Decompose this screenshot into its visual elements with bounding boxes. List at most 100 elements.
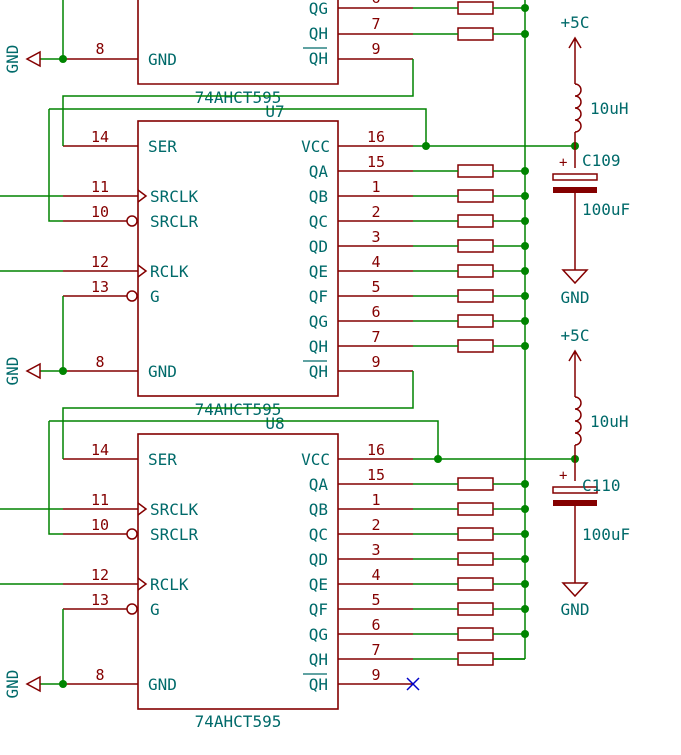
pin-name: VCC	[301, 450, 330, 469]
junctions	[59, 4, 579, 688]
gnd-label: GND	[3, 45, 22, 74]
chip-value: 74AHCT595	[195, 712, 282, 731]
pin-name: QG	[309, 312, 328, 331]
pin-name: QA	[309, 475, 329, 494]
wires	[0, 0, 575, 685]
gnd-label: GND	[561, 288, 590, 307]
pin-name: QE	[309, 262, 328, 281]
pin-number: 1	[371, 491, 380, 509]
pin-name: GND	[148, 362, 177, 381]
chip-u7: U7 74AHCT595 SER SRCLK SRCLR RCLK G GND …	[63, 102, 413, 419]
gnd-label: GND	[3, 670, 22, 699]
vplus-label: +5C	[561, 326, 590, 345]
chip-value: 74AHCT595	[195, 400, 282, 419]
pin-number: 7	[371, 641, 380, 659]
capacitor-minus-plate	[553, 500, 597, 506]
pin-name: SER	[148, 137, 177, 156]
pin-name: RCLK	[150, 262, 189, 281]
pin-number: 4	[371, 566, 380, 584]
chip-top-partial: QG QH QH GND 6 7 9 8 74AHCT595	[63, 0, 413, 107]
pin-number: 16	[367, 128, 385, 146]
chip-ref: U7	[265, 102, 284, 121]
gnd-symbol-2: GND	[3, 357, 41, 386]
chip-value: 74AHCT595	[195, 88, 282, 107]
capacitor-value: 100uF	[582, 525, 630, 544]
pin-name: QC	[309, 212, 328, 231]
pin-number: 4	[371, 253, 380, 271]
chip-u8: U8 74AHCT595 SER SRCLK SRCLR RCLK G GND …	[63, 414, 420, 731]
pin-number: 13	[91, 278, 109, 296]
inductor-value: 10uH	[590, 412, 629, 431]
pin-number: 6	[371, 303, 380, 321]
pin-number: 7	[371, 15, 380, 33]
pin-number: 3	[371, 541, 380, 559]
pin-number: 15	[367, 466, 385, 484]
pin-number: 7	[371, 328, 380, 346]
inductor-l2	[574, 396, 582, 446]
pin-name: QH	[309, 337, 328, 356]
svg-text:+: +	[559, 155, 567, 171]
pin-name: QD	[309, 550, 328, 569]
pin-number: 14	[91, 128, 109, 146]
pin-name: SRCLK	[150, 500, 199, 519]
no-connect-marker	[406, 677, 420, 691]
pin-number: 1	[371, 178, 380, 196]
pin-name: QF	[309, 600, 328, 619]
pin-number: 8	[95, 666, 104, 684]
pin-name: G	[150, 287, 160, 306]
pin-name: GND	[148, 675, 177, 694]
pin-number: 8	[95, 40, 104, 58]
pin-name: QD	[309, 237, 328, 256]
pin-name: GND	[148, 50, 177, 69]
pin-name: QE	[309, 575, 328, 594]
pin-name: SRCLK	[150, 187, 199, 206]
capacitor-ref: C109	[582, 151, 621, 170]
capacitor-plus-plate	[552, 486, 598, 494]
pin-number: 9	[371, 40, 380, 58]
gnd-label: GND	[561, 600, 590, 619]
pin-name-qh-inverted: QH	[309, 49, 328, 68]
pin-number: 12	[91, 253, 109, 271]
pin-number: 6	[371, 0, 380, 7]
pin-name: QG	[309, 0, 328, 18]
pin-name: QF	[309, 287, 328, 306]
capacitor-value: 100uF	[582, 200, 630, 219]
pin-number: 2	[371, 516, 380, 534]
pin-name-qh-inverted: QH	[309, 362, 328, 381]
vplus-label: +5C	[561, 13, 590, 32]
pin-name-qh-inverted: QH	[309, 675, 328, 694]
pin-number: 11	[91, 178, 109, 196]
pin-number: 9	[371, 666, 380, 684]
pin-number: 3	[371, 228, 380, 246]
pin-number: 12	[91, 566, 109, 584]
pin-name: QH	[309, 650, 328, 669]
pin-name: QG	[309, 625, 328, 644]
svg-text:+: +	[559, 468, 567, 484]
pin-number: 5	[371, 278, 380, 296]
pin-number: 13	[91, 591, 109, 609]
pin-number: 6	[371, 616, 380, 634]
capacitor-ref: C110	[582, 476, 621, 495]
gnd-symbol-1: GND	[3, 45, 41, 74]
pin-name: QH	[309, 24, 328, 43]
pin-name: SER	[148, 450, 177, 469]
power-filter-2: +5C 10uH + C110 100uF GND	[552, 326, 630, 619]
pin-number: 8	[95, 353, 104, 371]
pin-number: 10	[91, 203, 109, 221]
pin-name: QB	[309, 187, 328, 206]
pin-name: SRCLR	[150, 525, 199, 544]
resistor-array	[457, 1, 494, 666]
pin-number: 10	[91, 516, 109, 534]
pin-number: 16	[367, 441, 385, 459]
chip-ref: U8	[265, 414, 284, 433]
pin-number: 5	[371, 591, 380, 609]
pin-name: RCLK	[150, 575, 189, 594]
pin-name: QA	[309, 162, 329, 181]
pin-name: SRCLR	[150, 212, 199, 231]
inductor-l1	[574, 83, 582, 133]
gnd-label: GND	[3, 357, 22, 386]
pin-number: 11	[91, 491, 109, 509]
gnd-symbol-3: GND	[3, 670, 41, 699]
capacitor-plus-plate	[552, 173, 598, 181]
